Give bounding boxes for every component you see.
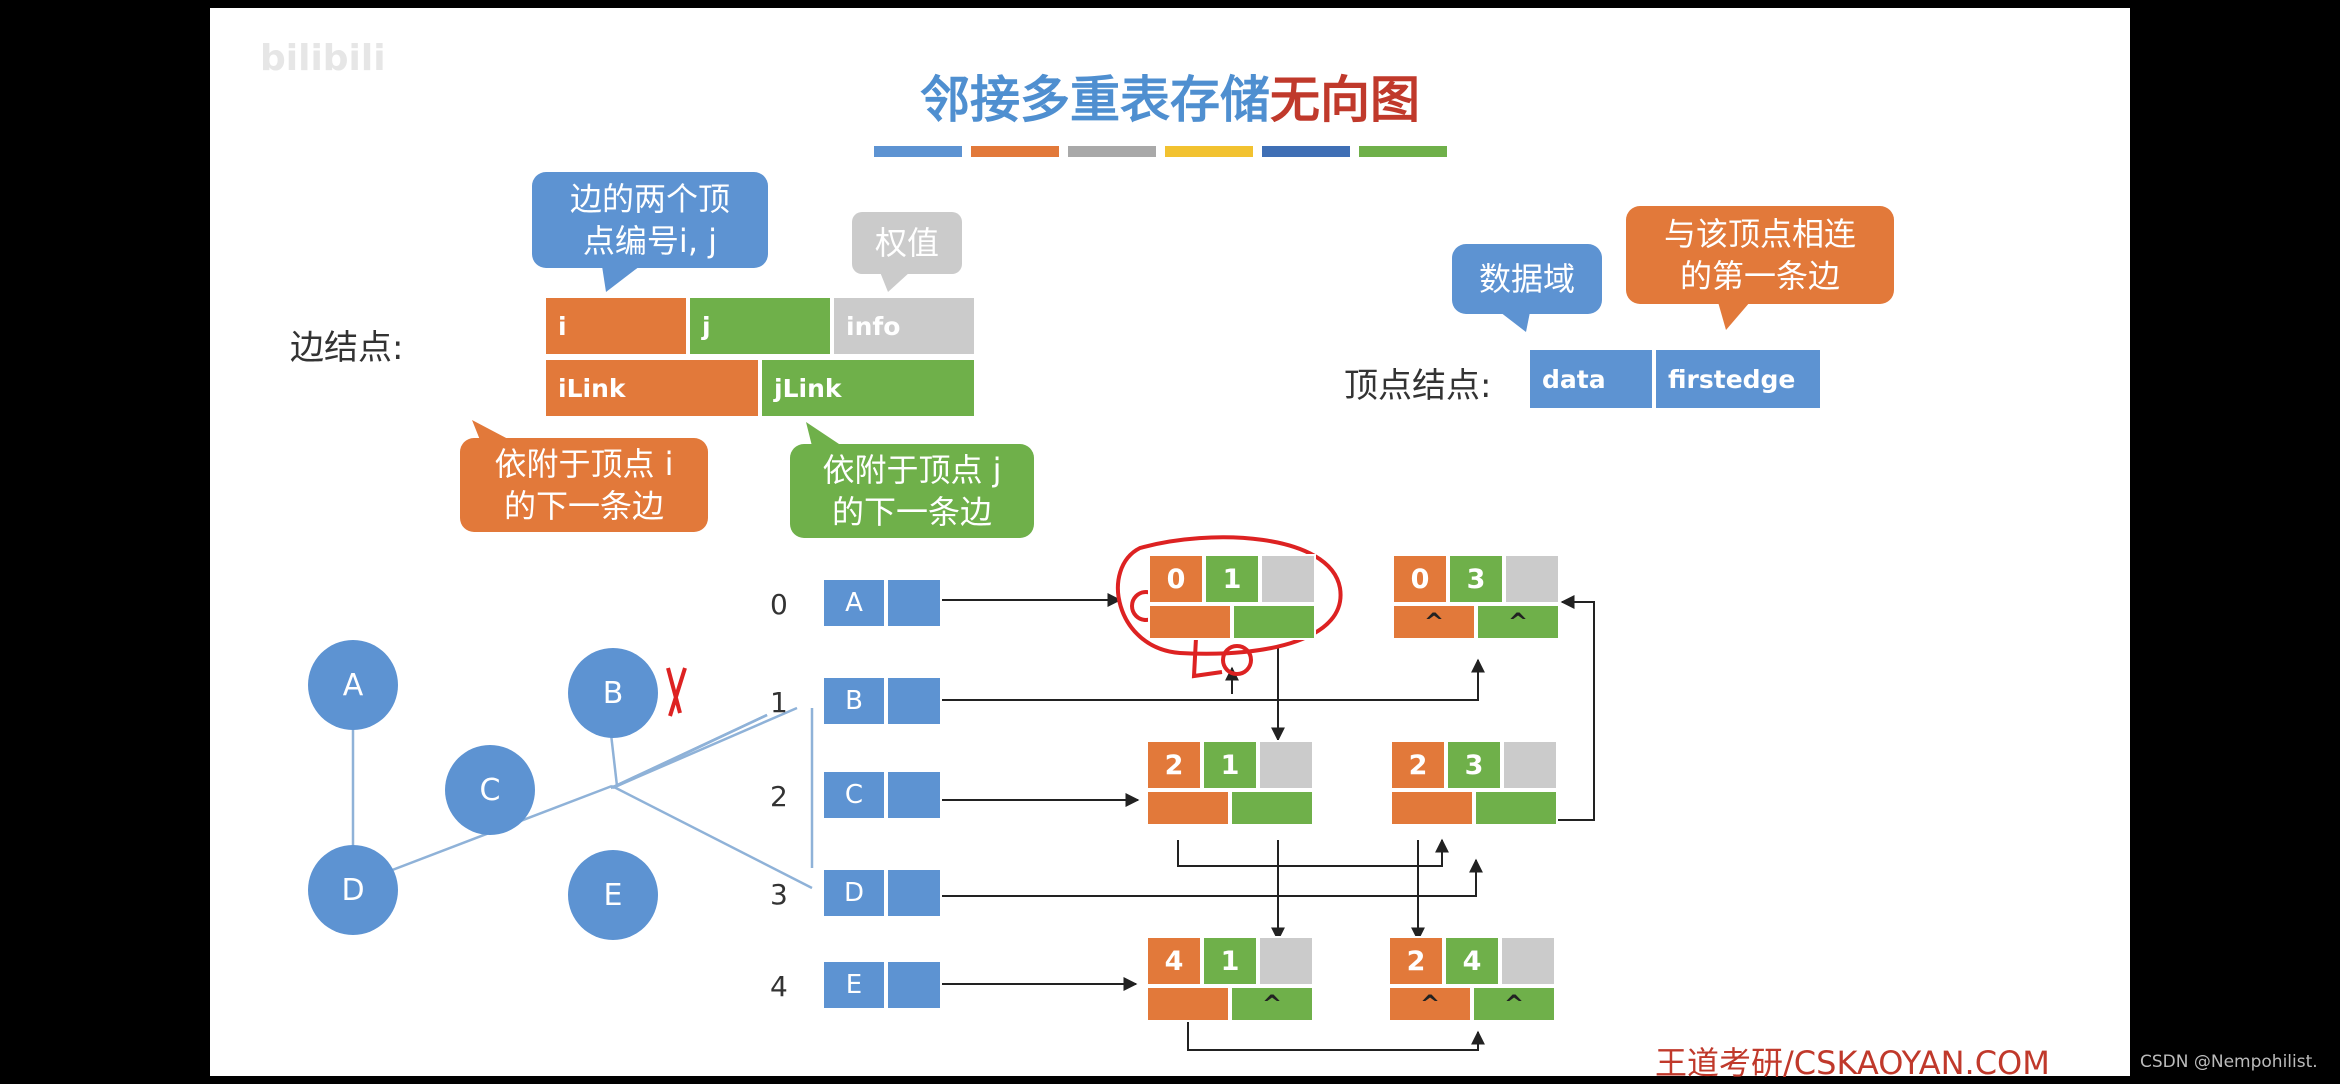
vertex-firstedge-a	[886, 578, 942, 628]
vertex-data-e: E	[822, 960, 886, 1010]
edge-field-jlink: jLink	[760, 358, 976, 418]
vertex-index-0: 0	[770, 588, 788, 621]
edge-node-1-info	[1504, 554, 1560, 604]
graph-vertex-e: E	[568, 850, 658, 940]
edge-node-2-info	[1258, 740, 1314, 790]
vertex-data-a: A	[822, 578, 886, 628]
callout-weight-tail	[880, 272, 910, 292]
red-x-mark	[666, 667, 687, 717]
edge-node-3-j: 3	[1446, 740, 1502, 790]
callout-ij-tail	[602, 266, 640, 292]
firstedge-arrows	[942, 593, 1485, 991]
edge-node-3-ilink	[1390, 790, 1474, 826]
edge-node-3-info	[1502, 740, 1558, 790]
edge-field-ilink: iLink	[544, 358, 760, 418]
edge-node-5-j: 4	[1444, 936, 1500, 986]
edge-node-5-i: 2	[1388, 936, 1444, 986]
title-part1: 邻接多重表存储	[920, 71, 1270, 129]
edge-node-0-info	[1260, 554, 1316, 604]
edge-node-0-j: 1	[1204, 554, 1260, 604]
callout-firstedge-tail	[1718, 302, 1750, 330]
vertex-index-4: 4	[770, 970, 788, 1003]
title-bar-0	[874, 146, 962, 157]
vertex-firstedge-b	[886, 676, 942, 726]
vertex-index-2: 2	[770, 780, 788, 813]
edge-node-1-j: 3	[1448, 554, 1504, 604]
vertex-firstedge-c	[886, 770, 942, 820]
edge-node-4-j: 1	[1202, 936, 1258, 986]
edge-node-3-jlink	[1474, 790, 1558, 826]
vertex-node-label: 顶点结点:	[1344, 366, 1492, 406]
callout-data: 数据域	[1452, 244, 1602, 314]
csdn-watermark: CSDN @Nempohilist.	[2140, 1052, 2318, 1072]
callout-weight: 权值	[852, 212, 962, 274]
vertex-data-d: D	[822, 868, 886, 918]
title-bar-3	[1165, 146, 1253, 157]
graph-vertex-a: A	[308, 640, 398, 730]
title-part2: 无向图	[1270, 71, 1420, 129]
edge-node-4-jlink: ^	[1230, 986, 1314, 1022]
edge-node-0-ilink	[1148, 604, 1232, 640]
callout-data-tail	[1500, 312, 1530, 332]
edge-node-1-jlink: ^	[1476, 604, 1560, 640]
title-bar-1	[971, 146, 1059, 157]
edge-node-4-ilink	[1146, 986, 1230, 1022]
edge-node-5-jlink: ^	[1472, 986, 1556, 1022]
vertex-index-3: 3	[770, 878, 788, 911]
edge-field-i: i	[544, 296, 688, 356]
slide-title: 邻接多重表存储无向图	[210, 60, 2130, 132]
callout-firstedge: 与该顶点相连 的第一条边	[1626, 206, 1894, 304]
edge-node-0-i: 0	[1148, 554, 1204, 604]
vertex-data-b: B	[822, 676, 886, 726]
red-stroke	[1191, 637, 1223, 679]
edge-field-info: info	[832, 296, 976, 356]
edge-node-2-i: 2	[1146, 740, 1202, 790]
footer-text: 王道考研/CSKAOYAN.COM	[1655, 1044, 2050, 1082]
graph-vertex-c: C	[445, 745, 535, 835]
bilibili-watermark: bilibili	[260, 38, 386, 79]
edge-node-2-jlink	[1230, 790, 1314, 826]
graph-vertex-d: D	[308, 845, 398, 935]
vertex-field-firstedge: firstedge	[1654, 348, 1822, 410]
connector-layer	[351, 266, 1750, 1051]
title-bar-4	[1262, 146, 1350, 157]
vertex-field-data: data	[1528, 348, 1654, 410]
edge-node-2-ilink	[1146, 790, 1230, 826]
callout-ij: 边的两个顶 点编号i, j	[532, 172, 768, 268]
slide: bilibili 邻接多重表存储无向图 边结点: 边的两个顶 点编号i, j 权…	[210, 8, 2130, 1082]
edge-node-4-i: 4	[1146, 936, 1202, 986]
edge-node-1-i: 0	[1392, 554, 1448, 604]
edge-node-5-ilink: ^	[1388, 986, 1472, 1022]
callout-jlink-tail	[806, 422, 842, 446]
callout-jlink: 依附于顶点 j 的下一条边	[790, 444, 1034, 538]
title-bar-5	[1359, 146, 1447, 157]
edge-node-1-ilink: ^	[1392, 604, 1476, 640]
edge-node-2-j: 1	[1202, 740, 1258, 790]
callout-ilink-tail	[472, 420, 510, 440]
vertex-firstedge-d	[886, 868, 942, 918]
callout-ilink: 依附于顶点 i 的下一条边	[460, 438, 708, 532]
vertex-firstedge-e	[886, 960, 942, 1010]
edge-node-4-info	[1258, 936, 1314, 986]
red-small-circle-2	[1221, 644, 1253, 676]
vertex-data-c: C	[822, 770, 886, 820]
graph-vertex-b: B	[568, 648, 658, 738]
edge-link-arrows	[1177, 595, 1595, 1051]
title-bar-2	[1068, 146, 1156, 157]
edge-field-j: j	[688, 296, 832, 356]
edge-node-5-info	[1500, 936, 1556, 986]
edge-node-0-jlink	[1232, 604, 1316, 640]
vertex-index-1: 1	[770, 686, 788, 719]
edge-node-label: 边结点:	[290, 328, 404, 368]
edge-node-3-i: 2	[1390, 740, 1446, 790]
